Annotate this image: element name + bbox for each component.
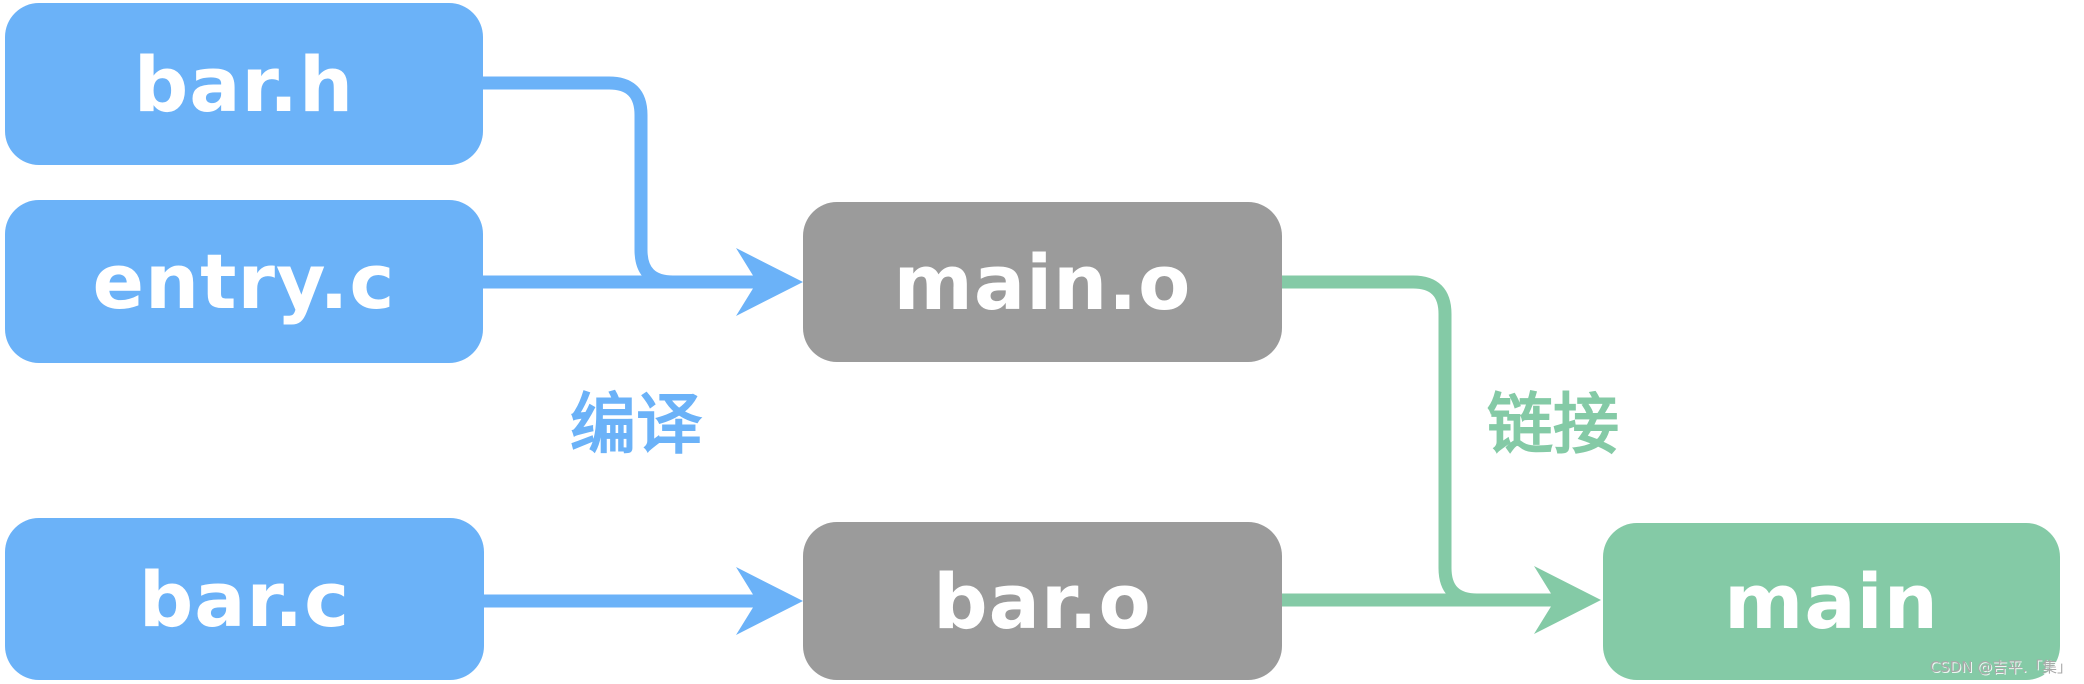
node-bar-c: bar.c — [5, 518, 484, 680]
node-bar-c-label: bar.c — [138, 554, 351, 644]
label-link: 链接 — [1487, 386, 1619, 463]
connector-barh-to-maino — [483, 76, 674, 289]
label-compile: 编译 — [570, 386, 702, 463]
arrowhead-baro-icon — [736, 567, 803, 635]
arrowhead-main-icon — [1534, 566, 1601, 634]
node-main-label: main — [1724, 557, 1939, 646]
node-entry-c: entry.c — [5, 200, 483, 363]
node-bar-h-label: bar.h — [133, 39, 355, 129]
connector-maino-to-main — [1282, 275, 1478, 607]
node-bar-o-label: bar.o — [933, 556, 1152, 646]
node-main: main — [1603, 523, 2060, 680]
node-entry-c-label: entry.c — [92, 237, 396, 326]
node-main-o-label: main.o — [893, 237, 1192, 327]
node-bar-o: bar.o — [803, 522, 1282, 680]
watermark: CSDN @吉平.「集」 — [1929, 658, 2072, 676]
node-main-o: main.o — [803, 202, 1282, 362]
arrowhead-maino-icon — [736, 248, 803, 316]
node-bar-h: bar.h — [5, 3, 483, 165]
